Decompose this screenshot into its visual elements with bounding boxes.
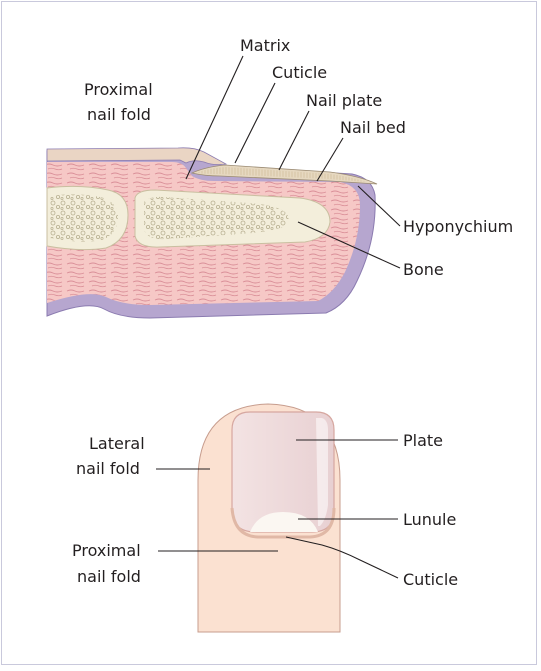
plate-highlight xyxy=(316,418,328,526)
label-bone: Bone xyxy=(403,260,444,279)
label-lunule: Lunule xyxy=(403,510,456,529)
label-proximal-nail-fold-top-line1: Proximal xyxy=(84,80,153,99)
label-plate: Plate xyxy=(403,431,443,450)
label-proximal-nail-fold-bottom-line1: Proximal xyxy=(72,541,141,560)
middle-phalanx-texture xyxy=(50,194,118,241)
label-proximal-nail-fold-bottom-line2: nail fold xyxy=(77,567,141,586)
label-hyponychium: Hyponychium xyxy=(403,217,513,236)
leader-cuticle-top xyxy=(235,83,275,163)
label-proximal-nail-fold-top-line2: nail fold xyxy=(87,105,151,124)
label-nail-bed: Nail bed xyxy=(340,118,406,137)
label-cuticle-bottom: Cuticle xyxy=(403,570,458,589)
label-cuticle-top: Cuticle xyxy=(272,63,327,82)
label-matrix: Matrix xyxy=(240,36,290,55)
finger-dorsal-view xyxy=(198,404,340,632)
label-lateral-nail-fold-line2: nail fold xyxy=(76,459,140,478)
finger-cross-section xyxy=(47,148,377,318)
label-lateral-nail-fold-line1: Lateral xyxy=(89,434,145,453)
label-nail-plate: Nail plate xyxy=(306,91,382,110)
leader-nail-plate xyxy=(279,111,309,170)
